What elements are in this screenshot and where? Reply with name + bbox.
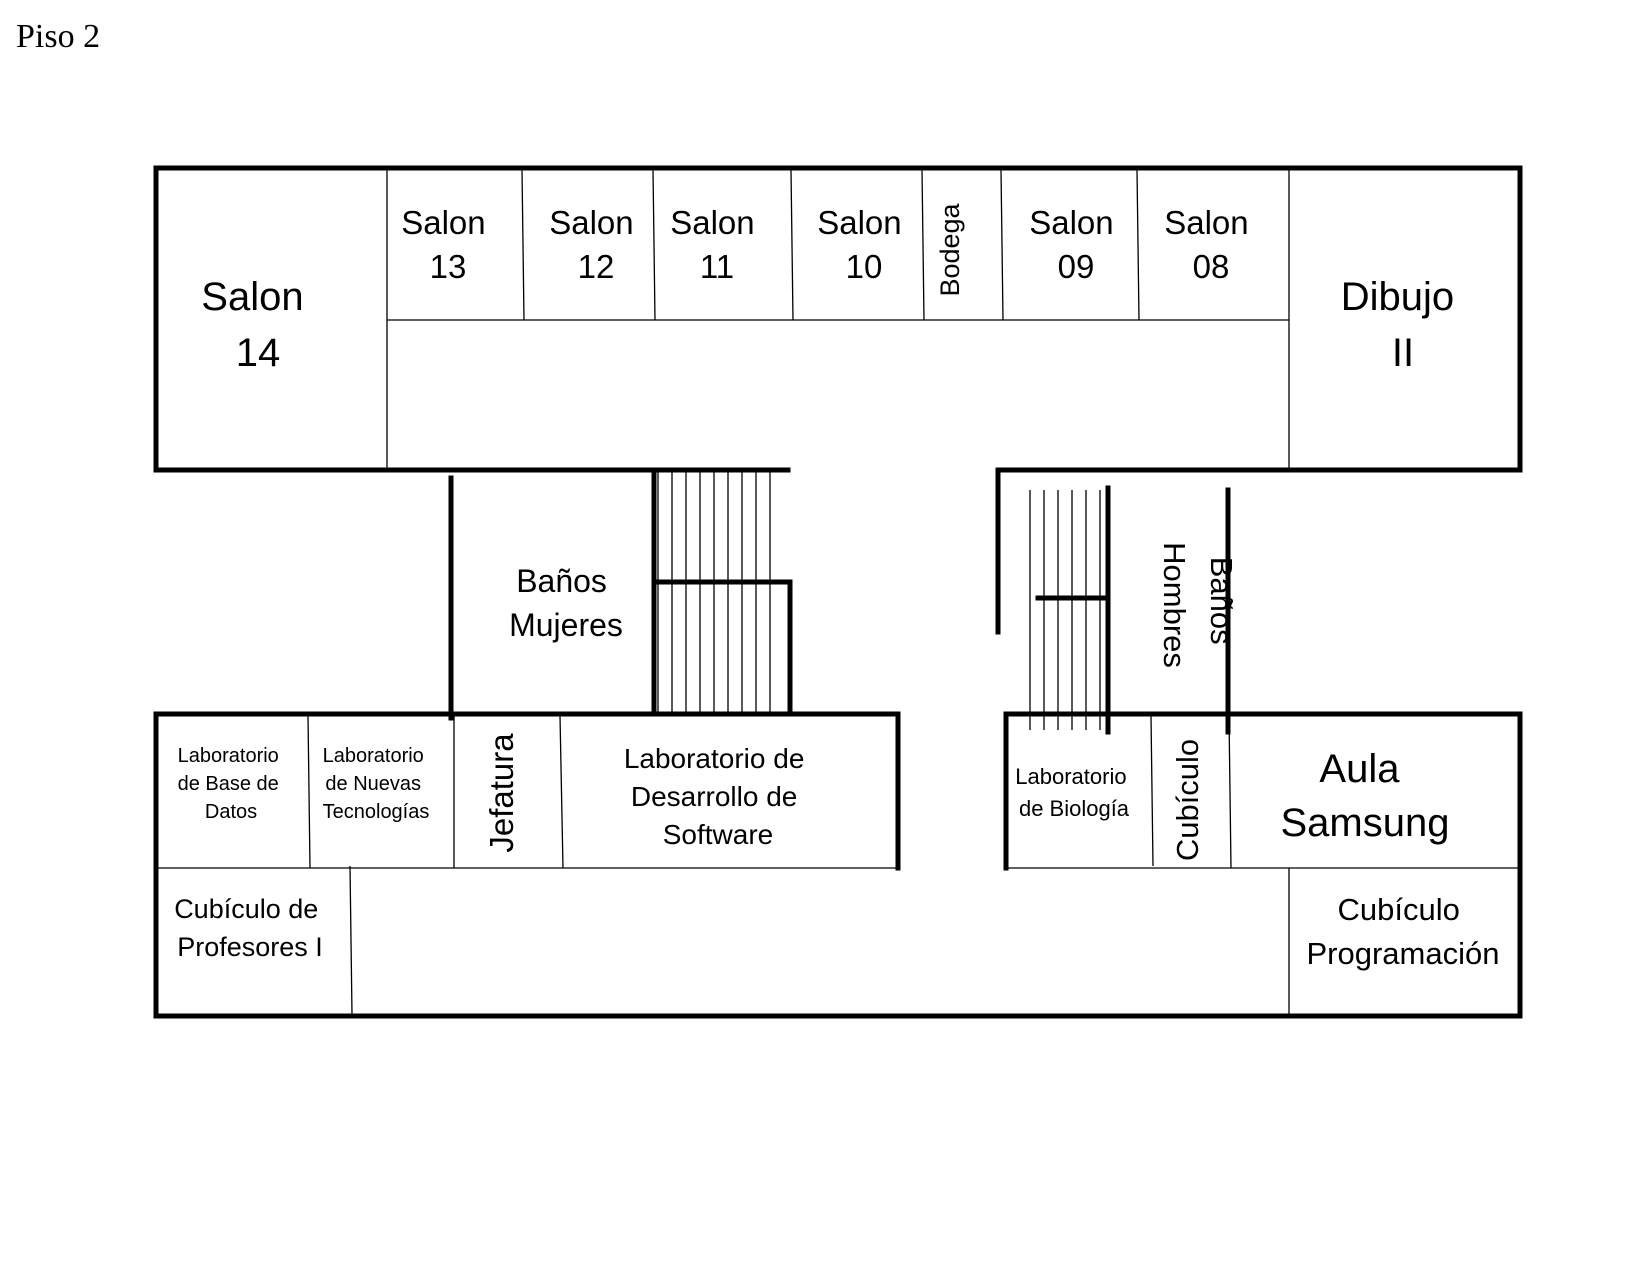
room-lab-nuevas-tecnologias[interactable]: Laboratorio de Nuevas Tecnologías (323, 745, 430, 823)
room-lab-biologia[interactable]: Laboratorio de Biología (1015, 764, 1132, 821)
room-lab-base-datos[interactable]: Laboratorio de Base de Datos (178, 745, 285, 823)
room-salon-12[interactable]: Salon 12 (549, 204, 643, 285)
room-aula-samsung[interactable]: Aula Samsung (1281, 747, 1450, 845)
stairs-right (1029, 490, 1101, 730)
room-cubiculo-profesores[interactable]: Cubículo de Profesores I (174, 894, 326, 962)
room-lab-desarrollo-software[interactable]: Laboratorio de Desarrollo de Software (624, 743, 812, 850)
page-title: Piso 2 (16, 18, 101, 55)
room-bodega[interactable]: Bodega (935, 202, 965, 296)
room-salon-14[interactable]: Salon 14 (201, 275, 314, 375)
room-banos-mujeres[interactable]: Baños Mujeres (509, 563, 623, 643)
room-dibujo-ii[interactable]: Dibujo II (1341, 275, 1466, 375)
room-salon-10[interactable]: Salon 10 (817, 204, 911, 285)
room-jefatura[interactable]: Jefatura (483, 733, 520, 853)
outer-walls (153, 165, 1523, 1019)
room-salon-09[interactable]: Salon 09 (1029, 204, 1123, 285)
stairs-left (657, 472, 771, 712)
room-cubiculo[interactable]: Cubículo (1170, 739, 1205, 861)
room-salon-13[interactable]: Salon 13 (401, 204, 495, 285)
room-banos-hombres[interactable]: Baños Hombres (1157, 542, 1239, 668)
room-salon-08[interactable]: Salon 08 (1164, 204, 1258, 285)
interior-partitions (158, 169, 1518, 1015)
room-cubiculo-programacion[interactable]: Cubículo Programación (1307, 892, 1500, 971)
room-salon-11[interactable]: Salon 11 (670, 204, 764, 285)
